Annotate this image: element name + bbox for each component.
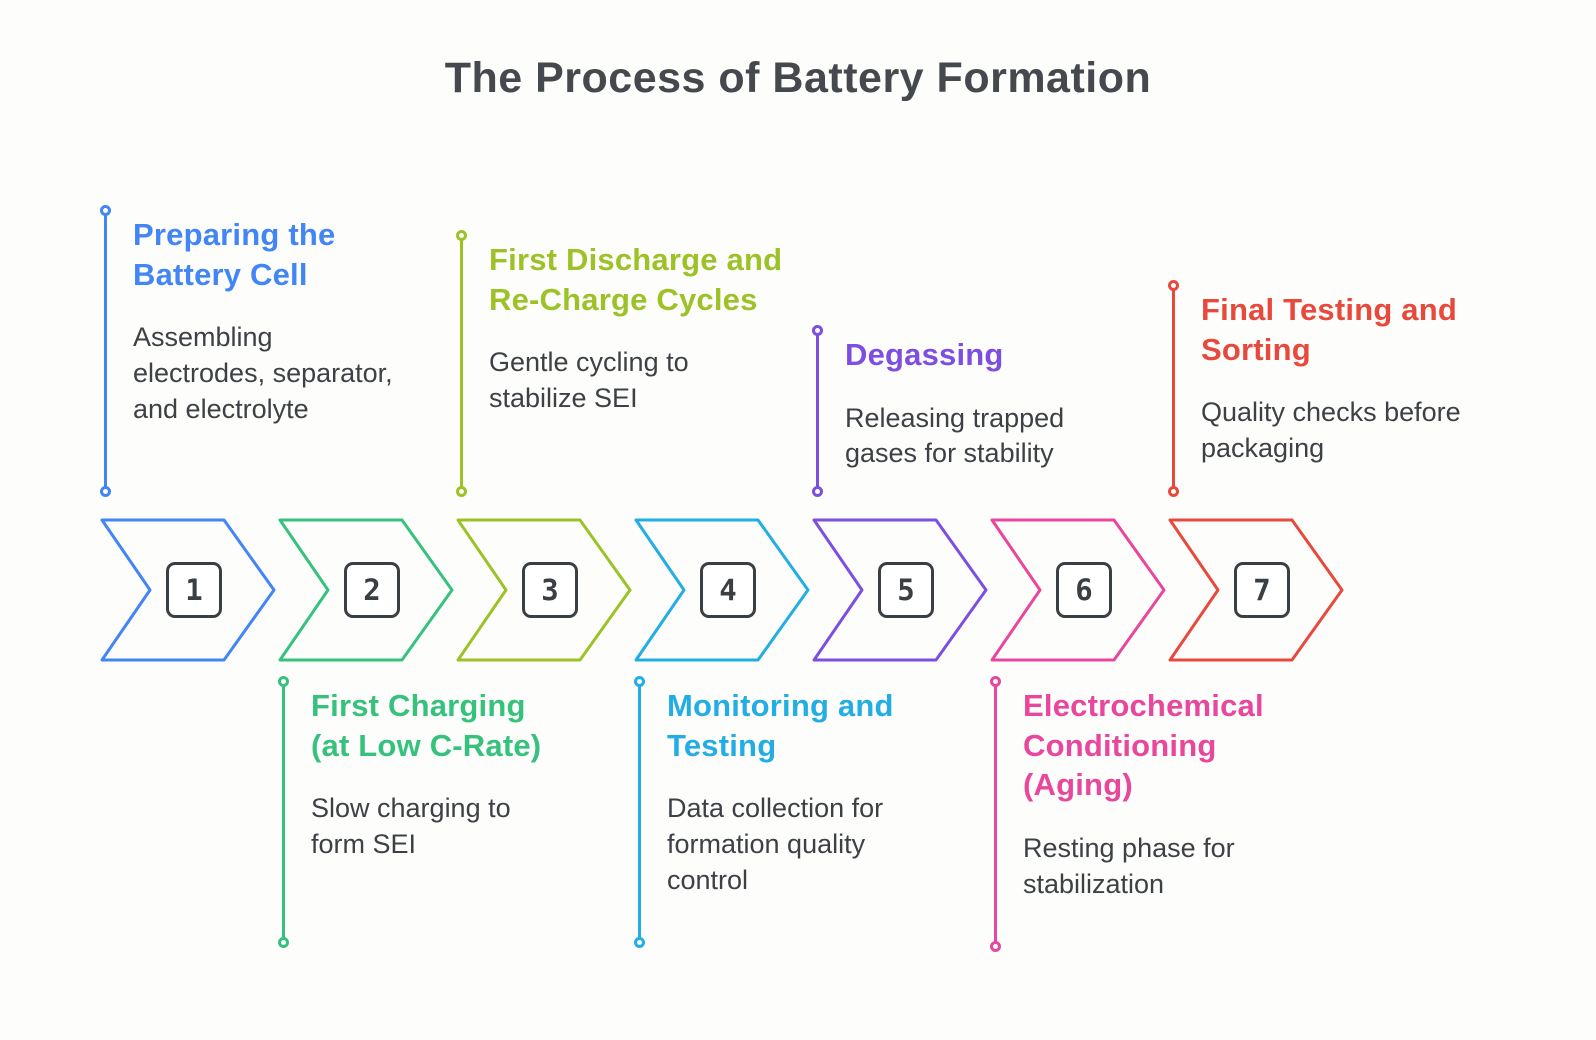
connector-dot [100, 486, 111, 497]
step-5-chevron: 5 [812, 518, 988, 662]
step-3-chevron-shape [456, 518, 632, 662]
connector-dot [634, 937, 645, 948]
step-5-number: 5 [878, 562, 934, 618]
step-6-chevron-shape [990, 518, 1166, 662]
step-1-connector [100, 205, 111, 497]
step-7-chevron-shape [1168, 518, 1344, 662]
connector-dot [1168, 486, 1179, 497]
step-2-label: First Charging (at Low C-Rate) Slow char… [278, 676, 568, 948]
step-6-chevron: 6 [990, 518, 1166, 662]
connector-line [994, 685, 997, 943]
connector-dot [456, 486, 467, 497]
step-4-heading: Monitoring and Testing [667, 688, 894, 763]
connector-dot [278, 937, 289, 948]
connector-line [282, 685, 285, 939]
step-3-heading: First Discharge and Re-Charge Cycles [489, 242, 783, 317]
step-6-connector [990, 676, 1001, 952]
step-6-heading: Electrochemical Conditioning (Aging) [1023, 688, 1264, 803]
step-2-number: 2 [344, 562, 400, 618]
step-6-number: 6 [1056, 562, 1112, 618]
connector-line [1172, 289, 1175, 488]
step-1-number: 1 [166, 562, 222, 618]
step-1-body: Assembling electrodes, separator, and el… [133, 322, 393, 424]
step-5-chevron-shape [812, 518, 988, 662]
connector-line [104, 214, 107, 488]
step-4-number: 4 [700, 562, 756, 618]
step-7-heading: Final Testing and Sorting [1201, 292, 1458, 367]
step-5-heading: Degassing [845, 337, 1004, 372]
step-2-connector [278, 676, 289, 948]
step-2-body: Slow charging to form SEI [311, 793, 511, 859]
connector-line [638, 685, 641, 939]
step-1-heading: Preparing the Battery Cell [133, 217, 336, 292]
step-3-number: 3 [522, 562, 578, 618]
step-2-heading: First Charging (at Low C-Rate) [311, 688, 542, 763]
connector-line [816, 334, 819, 488]
connector-line [460, 239, 463, 488]
step-1-chevron: 1 [100, 518, 276, 662]
step-3-body: Gentle cycling to stabilize SEI [489, 347, 689, 413]
step-3-connector [456, 230, 467, 497]
step-4-label: Monitoring and Testing Data collection f… [634, 676, 949, 948]
step-7-connector [1168, 280, 1179, 497]
step-7-chevron: 7 [1168, 518, 1344, 662]
step-1-label: Preparing the Battery Cell Assembling el… [100, 205, 400, 497]
step-3-chevron: 3 [456, 518, 632, 662]
step-4-chevron-shape [634, 518, 810, 662]
step-4-connector [634, 676, 645, 948]
diagram-title: The Process of Battery Formation [444, 54, 1152, 102]
connector-dot [990, 941, 1001, 952]
step-6-body: Resting phase for stabilization [1023, 833, 1235, 899]
step-2-chevron: 2 [278, 518, 454, 662]
step-5-connector [812, 325, 823, 497]
step-3-label: First Discharge and Re-Charge Cycles Gen… [456, 230, 786, 497]
step-4-chevron: 4 [634, 518, 810, 662]
step-7-body: Quality checks before packaging [1201, 397, 1461, 463]
step-2-chevron-shape [278, 518, 454, 662]
step-7-label: Final Testing and Sorting Quality checks… [1168, 280, 1463, 497]
step-5-body: Releasing trapped gases for stability [845, 402, 1065, 469]
step-5-label: Degassing Releasing trapped gases for st… [812, 325, 1122, 497]
step-4-body: Data collection for formation quality co… [667, 793, 884, 895]
step-6-label: Electrochemical Conditioning (Aging) Res… [990, 676, 1335, 952]
step-1-chevron-shape [100, 518, 276, 662]
connector-dot [812, 486, 823, 497]
step-7-number: 7 [1234, 562, 1290, 618]
